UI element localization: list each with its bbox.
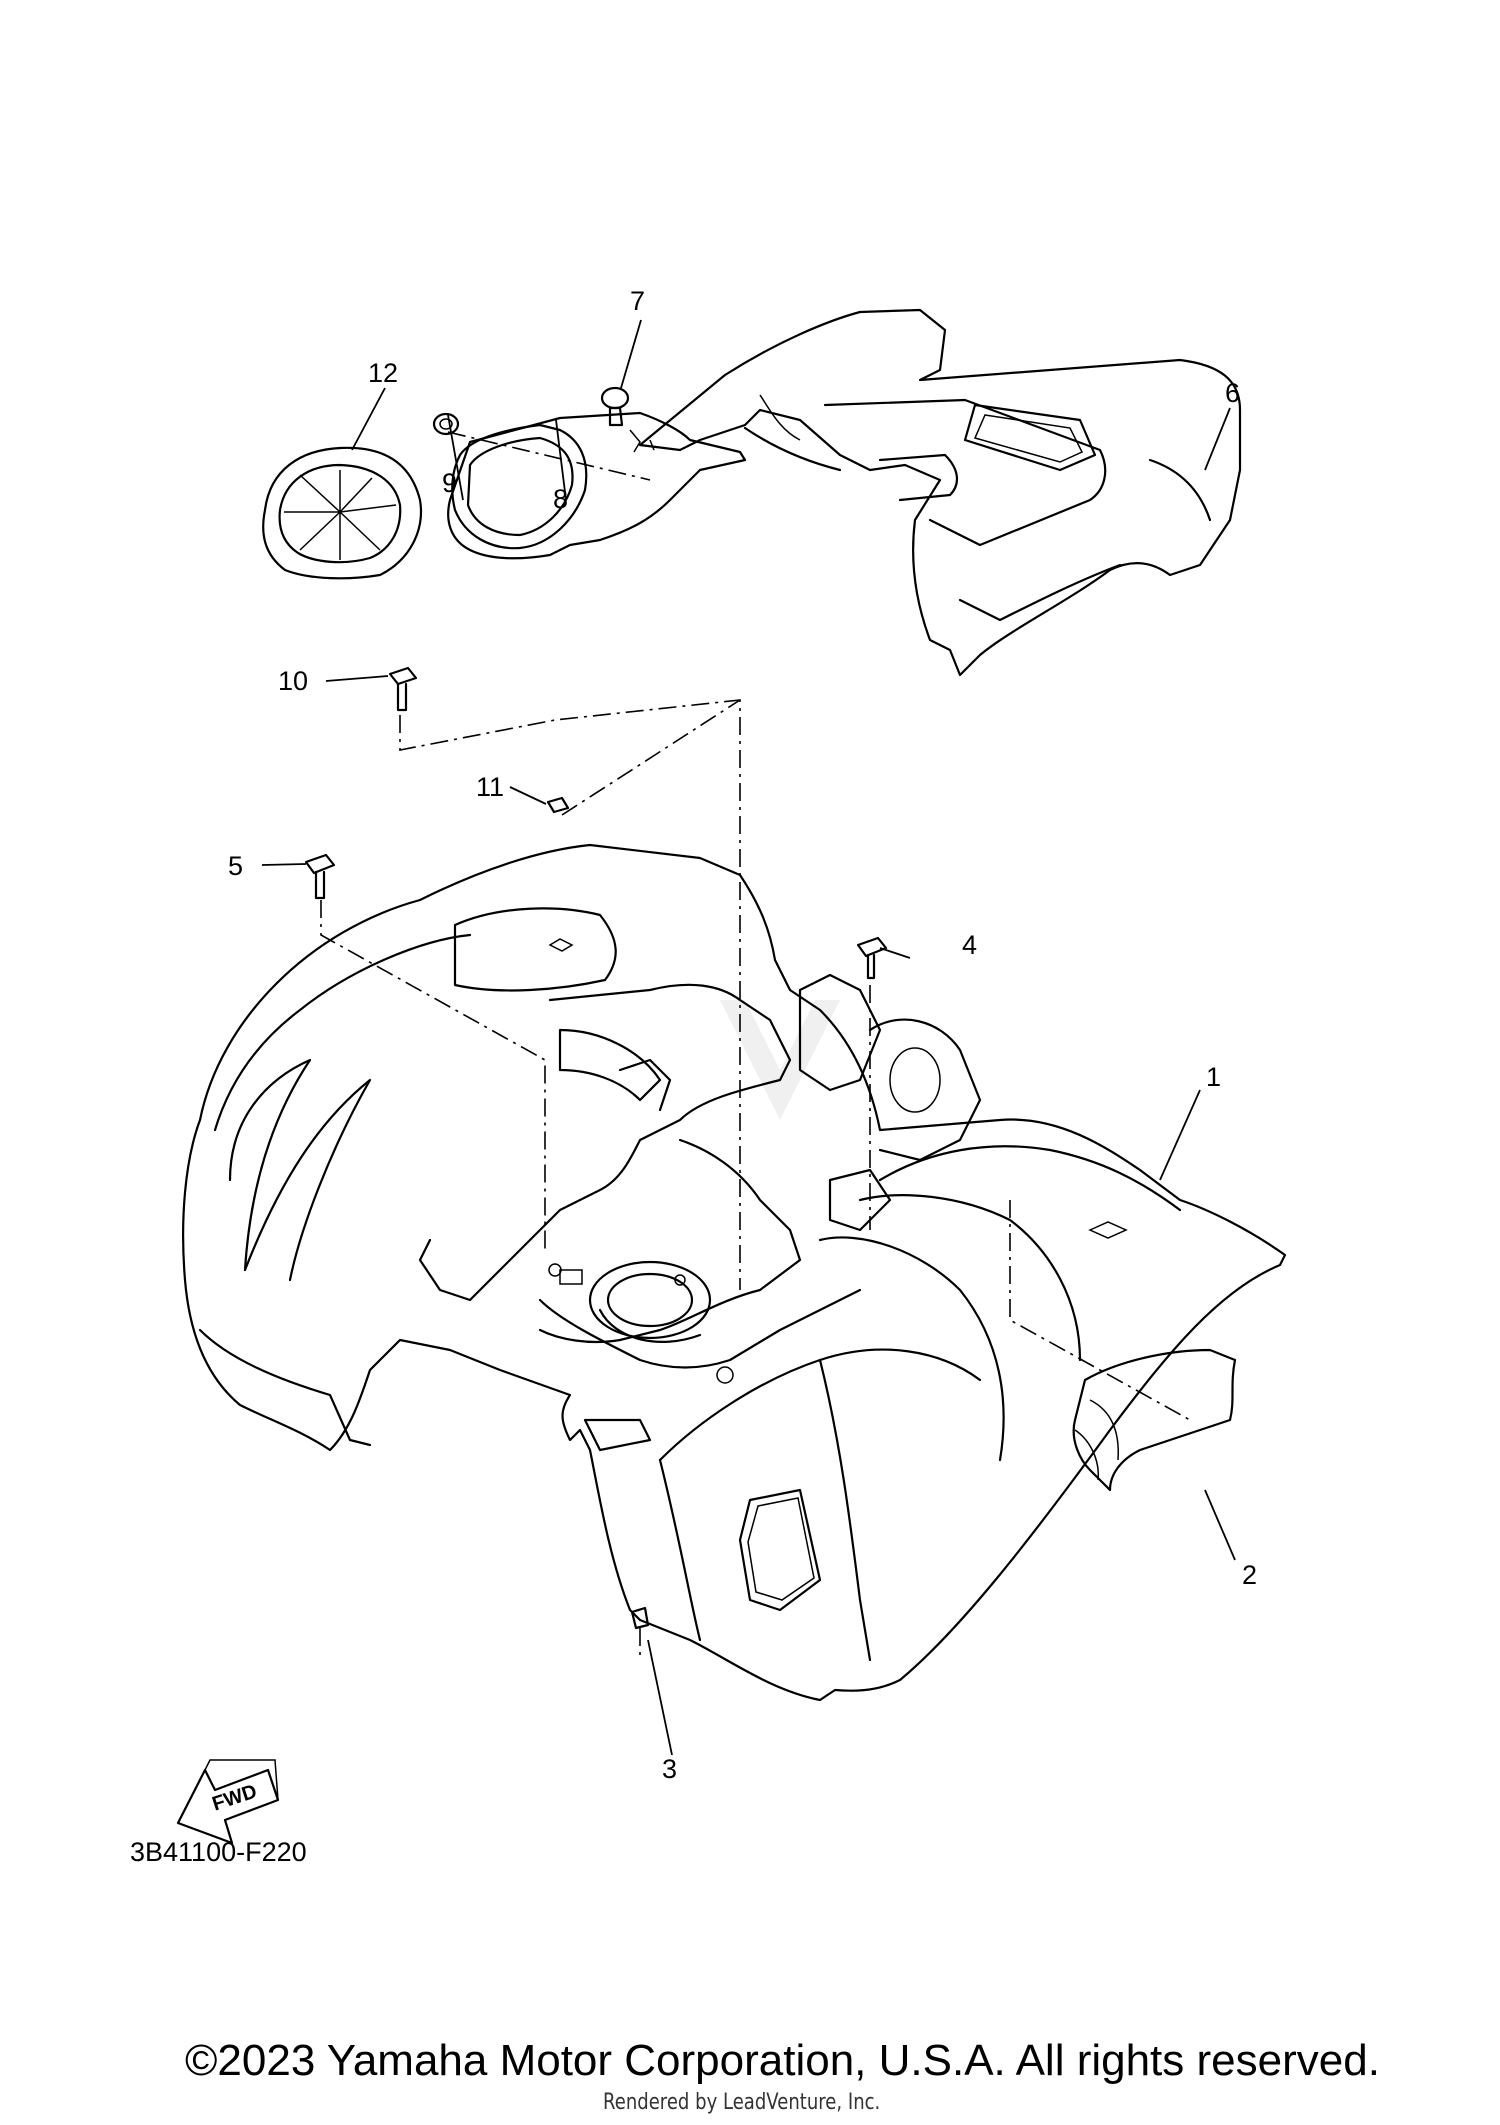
callout-2: 2 bbox=[1242, 1560, 1258, 1590]
callout-5: 5 bbox=[228, 851, 244, 881]
callout-7: 7 bbox=[630, 286, 646, 316]
watermark-logo bbox=[720, 1000, 840, 1120]
callout-10: 10 bbox=[278, 666, 309, 696]
part-3-clip[interactable] bbox=[630, 1606, 650, 1630]
part-4-bolt[interactable] bbox=[856, 936, 888, 980]
part-9-grommet[interactable] bbox=[432, 412, 460, 436]
callout-1: 1 bbox=[1206, 1062, 1222, 1092]
callout-11: 11 bbox=[476, 772, 505, 802]
callout-8: 8 bbox=[553, 484, 569, 514]
part-8-storage-lid[interactable] bbox=[447, 411, 747, 560]
callout-12: 12 bbox=[368, 358, 399, 388]
part-12-cover[interactable] bbox=[262, 446, 423, 580]
callout-9: 9 bbox=[442, 468, 458, 498]
callout-3: 3 bbox=[662, 1754, 678, 1784]
callout-6: 6 bbox=[1225, 378, 1241, 408]
rendered-by-note: Rendered by LeadVenture, Inc. bbox=[603, 2090, 881, 2115]
part-2-mud-flap[interactable] bbox=[1072, 1348, 1237, 1492]
fwd-arrow-icon bbox=[176, 1759, 280, 1845]
part-10-bolt[interactable] bbox=[388, 666, 418, 712]
part-11-nut[interactable] bbox=[546, 796, 570, 814]
part-6-rear-panel[interactable] bbox=[638, 308, 1242, 677]
assembly-lines bbox=[320, 431, 1191, 1660]
part-7-rivet[interactable] bbox=[600, 386, 630, 427]
diagram-code: 3B41100-F220 bbox=[130, 1837, 307, 1867]
leader-lines bbox=[261, 319, 1236, 1756]
callout-4: 4 bbox=[962, 930, 978, 960]
part-5-bolt[interactable] bbox=[304, 853, 336, 900]
part-1-rear-fender[interactable] bbox=[182, 843, 1287, 1702]
copyright-notice: ©2023 Yamaha Motor Corporation, U.S.A. A… bbox=[185, 2036, 1380, 2085]
